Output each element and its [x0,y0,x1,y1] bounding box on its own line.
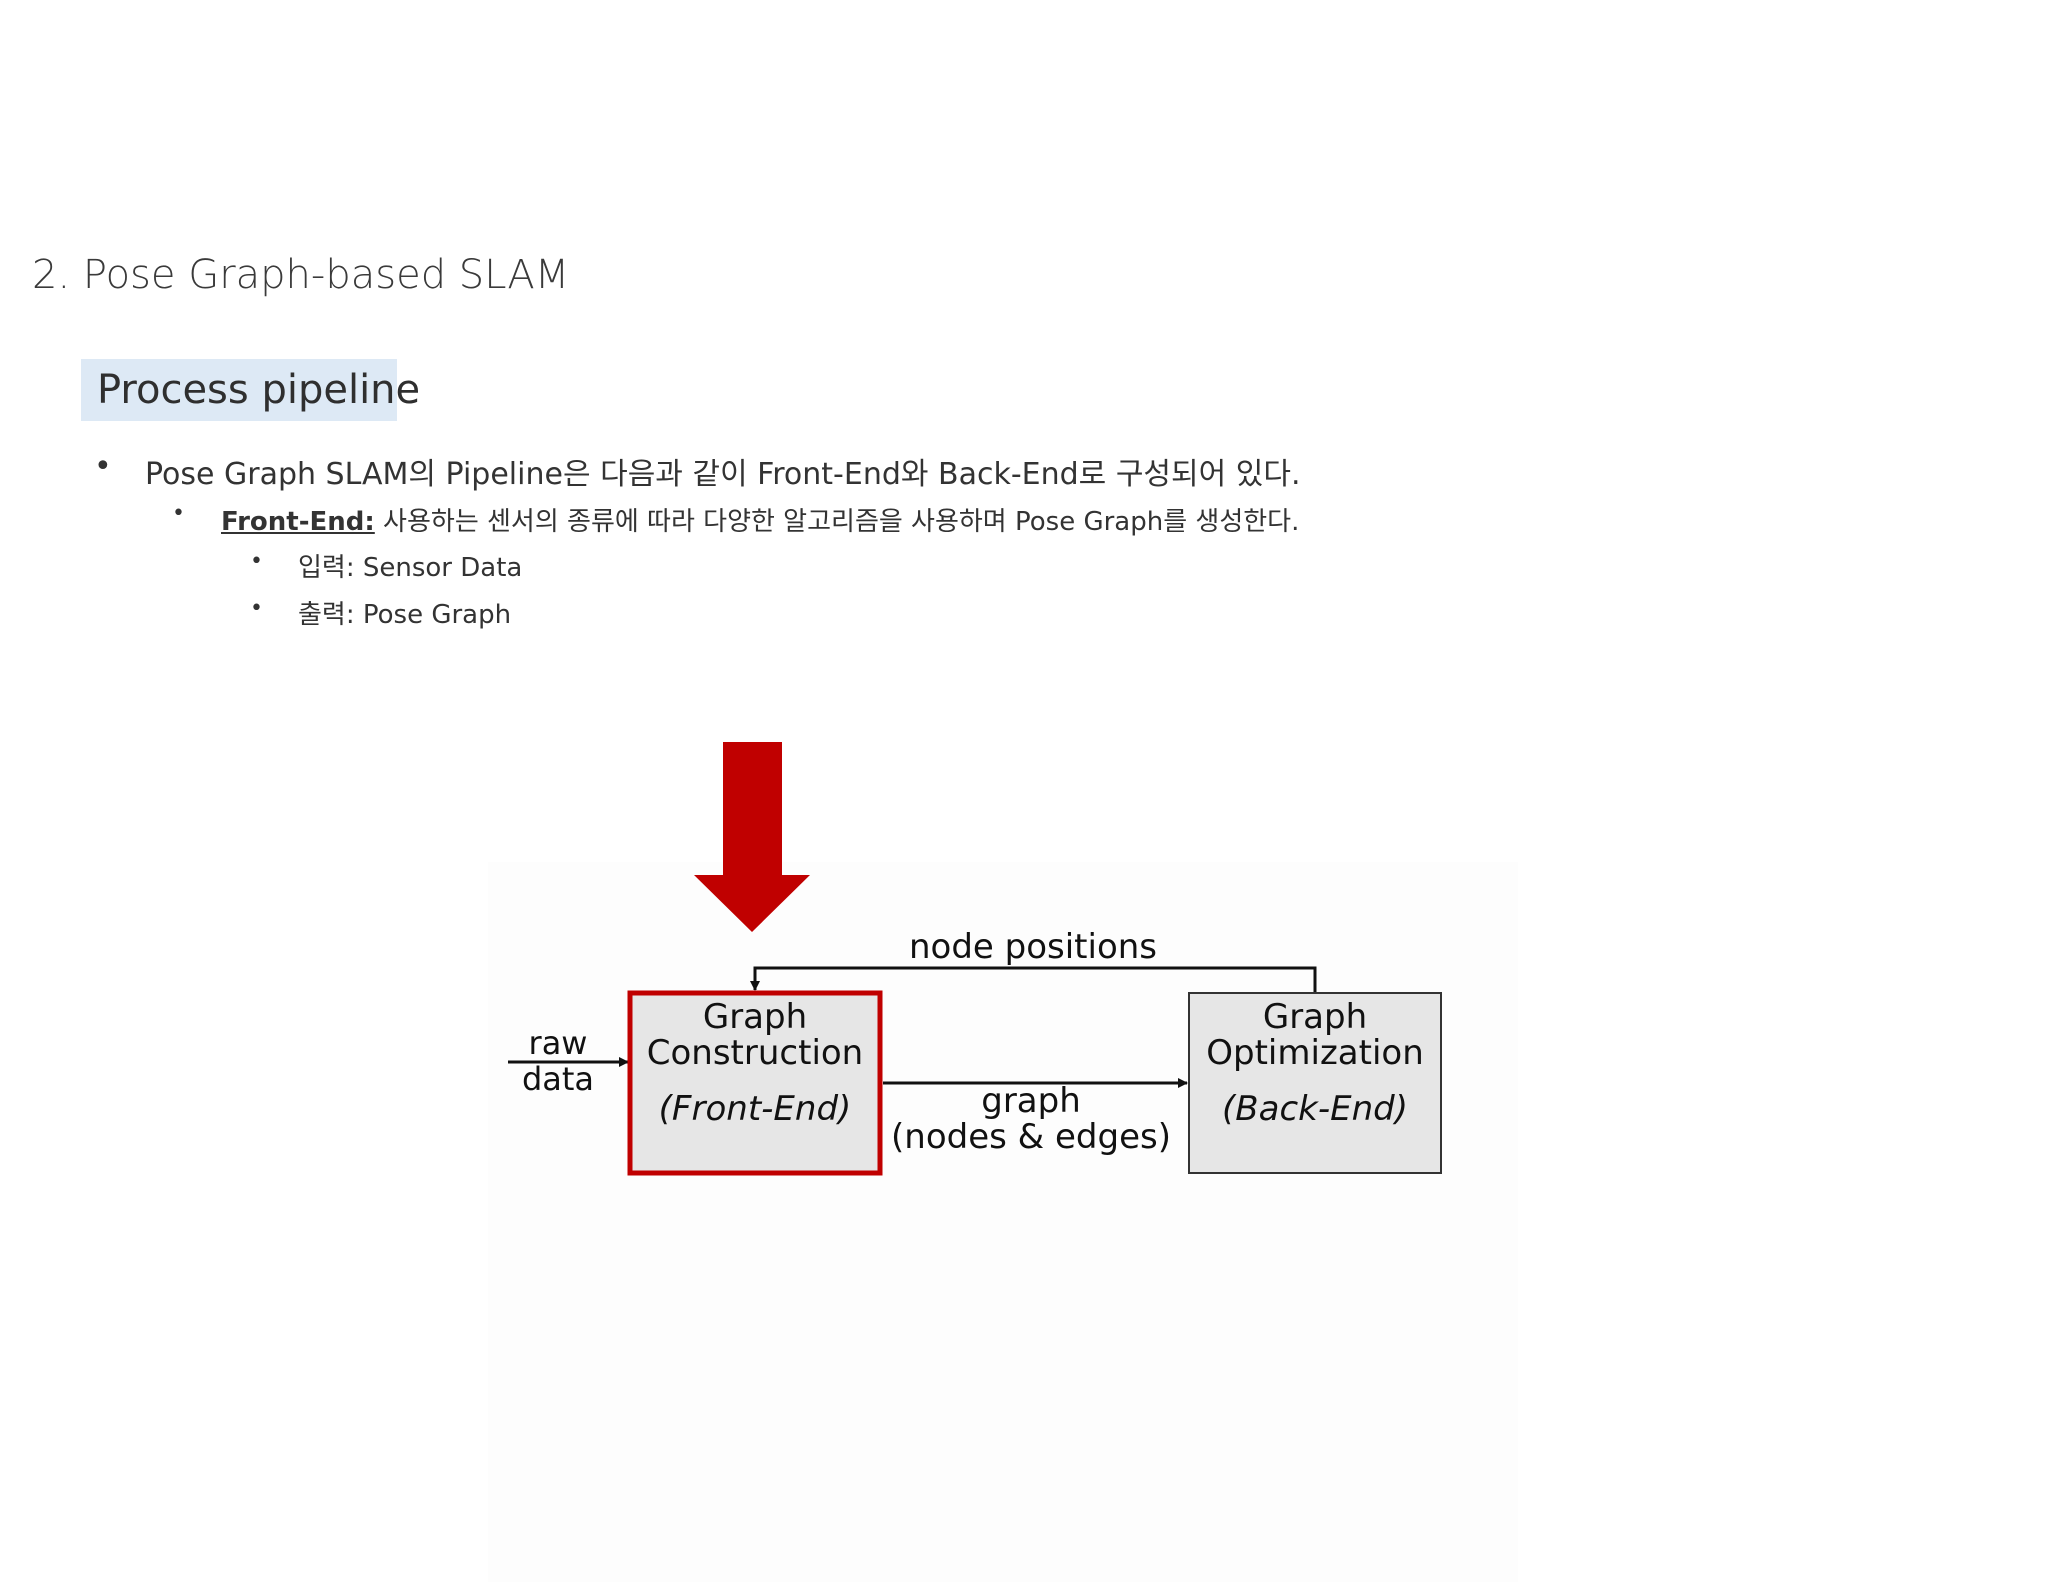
highlight-arrow-icon [694,742,810,932]
back-end-box [1188,992,1442,1174]
front-end-box-title: Construction [647,1033,863,1073]
front-end-text: 사용하는 센서의 종류에 따라 다양한 알고리즘을 사용하며 Pose Grap… [374,507,1300,537]
page-title: 2. Pose Graph-based SLAM [32,252,570,298]
diagram-background [488,862,1518,1582]
back-end-box-subtitle: (Back-End) [1222,1089,1408,1129]
front-end-lead: Front-End: [221,507,375,537]
raw-data-label: raw [529,1024,588,1062]
feedback-label: node positions [909,927,1157,967]
section-tag-label: Process pipeline [97,367,421,413]
bullet-dot: • [250,549,263,574]
back-end-box-title: Optimization [1206,1033,1424,1073]
front-end-box-subtitle: (Front-End) [659,1089,852,1129]
feedback-line [750,966,1317,993]
bullet-front-end: Front-End: 사용하는 센서의 종류에 따라 다양한 알고리즘을 사용하… [221,501,1299,538]
graph-edge-label: (nodes & edges) [891,1117,1171,1157]
graph-edge-label: graph [981,1081,1081,1121]
bullet-dot: • [94,449,112,484]
bullet-input: 입력: Sensor Data [298,553,523,583]
back-end-box-title: Graph [1263,997,1367,1037]
raw-data-label: data [522,1060,594,1098]
front-end-box [627,990,883,1176]
section-tag: Process pipeline [81,359,420,421]
bullet-output: 출력: Pose Graph [298,600,512,630]
bullet-main: Pose Graph SLAM의 Pipeline은 다음과 같이 Front-… [145,457,1301,492]
front-end-box-title: Graph [703,997,807,1037]
bullet-dot: • [250,596,263,621]
bullet-dot: • [172,501,185,526]
